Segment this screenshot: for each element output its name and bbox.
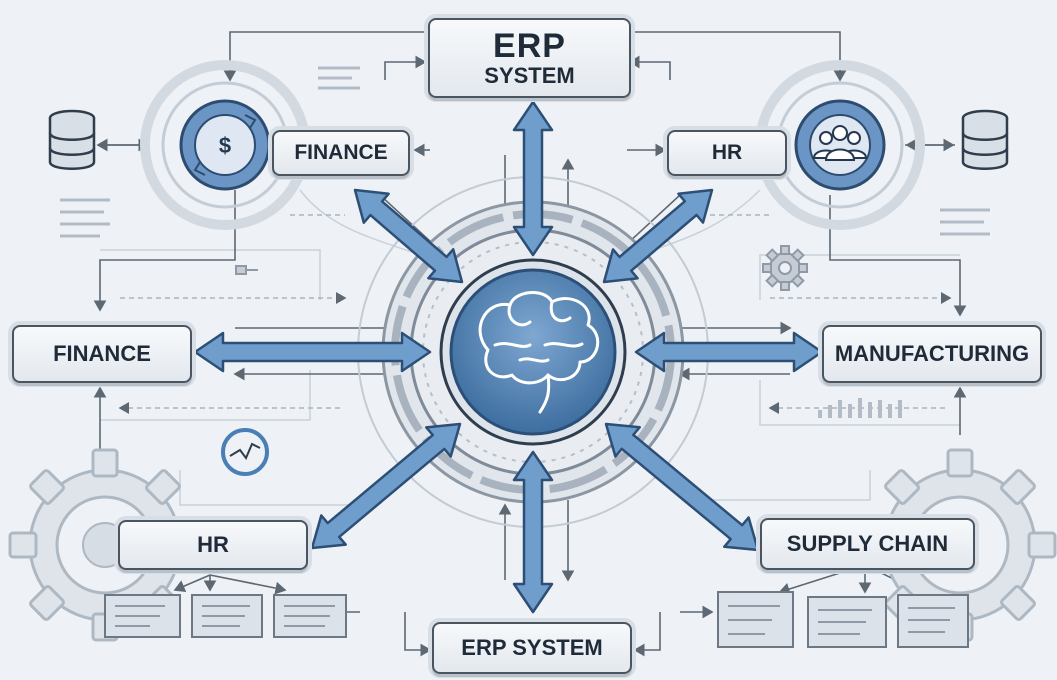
dollar-coin-icon: $ xyxy=(179,99,271,191)
arrow-core-finance-top xyxy=(353,188,464,284)
big-arrows-group xyxy=(193,100,824,614)
manufacturing-module: MANUFACTURING xyxy=(822,325,1042,383)
finance-left-label: FINANCE xyxy=(53,341,151,367)
gear-icon xyxy=(762,245,808,291)
connector-plug-icon xyxy=(235,265,258,275)
erp-system-bottom-box: ERP SYSTEM xyxy=(432,622,632,674)
hr-bottom-label: HR xyxy=(197,532,229,558)
database-icon xyxy=(48,109,96,170)
arrow-core-supply-chain xyxy=(604,422,760,552)
erp-title-line1: ERP xyxy=(493,26,566,65)
supply-chain-label: SUPPLY CHAIN xyxy=(786,531,949,557)
hr-module-top: HR xyxy=(667,130,787,176)
arrow-core-hr-top xyxy=(602,188,714,284)
finance-top-label: FINANCE xyxy=(294,140,388,164)
arrow-core-erp-top xyxy=(512,100,554,257)
hr-module-bottom: HR xyxy=(118,520,308,570)
erp-bottom-label: ERP SYSTEM xyxy=(461,635,603,661)
arrow-core-finance-left xyxy=(193,331,432,373)
dashed-data-lines xyxy=(118,214,952,414)
arrow-core-erp-bottom xyxy=(512,450,554,614)
manufacturing-label: MANUFACTURING xyxy=(834,341,1030,367)
document-lines xyxy=(115,605,955,635)
finance-module-top: FINANCE xyxy=(272,130,410,176)
supply-chain-module: SUPPLY CHAIN xyxy=(760,518,975,570)
database-icon xyxy=(961,109,1009,170)
hr-top-label: HR xyxy=(711,140,743,164)
arrow-core-manufacturing xyxy=(634,331,824,373)
gauge-icon xyxy=(221,428,269,476)
background-circuit-lines xyxy=(100,189,960,506)
finance-module-left: FINANCE xyxy=(12,325,192,383)
bar-chart-icon xyxy=(818,398,902,418)
erp-title-line2: SYSTEM xyxy=(484,63,575,89)
list-icon xyxy=(60,66,990,238)
people-group-icon xyxy=(794,99,886,191)
brain-icon xyxy=(449,268,617,436)
arrow-core-hr-bottom xyxy=(310,422,462,550)
svg-text:$: $ xyxy=(219,133,231,158)
erp-system-title-box: ERP SYSTEM xyxy=(428,18,631,98)
